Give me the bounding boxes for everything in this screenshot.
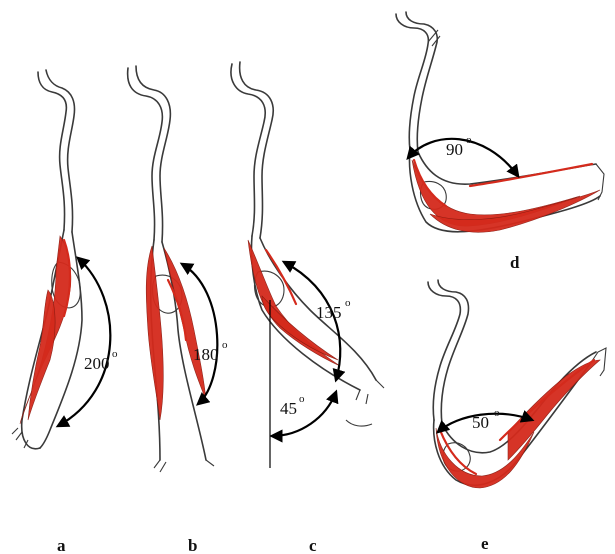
panel-c-arm-illustration bbox=[231, 62, 384, 426]
panel-c-45-angle-value: 45 bbox=[280, 399, 297, 418]
panel-d-arm-illustration bbox=[396, 12, 604, 232]
panel-a-angle-value: 200 bbox=[84, 354, 110, 373]
panel-e: 50 o e bbox=[428, 280, 606, 553]
panel-d-degree-sign: o bbox=[466, 134, 472, 146]
panel-a-arm-illustration bbox=[12, 70, 82, 449]
panel-c-label: c bbox=[309, 536, 317, 554]
panel-b-label: b bbox=[188, 536, 197, 554]
panel-c-135-degree-sign: o bbox=[345, 297, 351, 309]
panel-d-angle-arrow bbox=[408, 139, 518, 176]
panel-c-135-angle-value: 135 bbox=[316, 303, 342, 322]
panel-a-label: a bbox=[57, 536, 66, 554]
panel-b-arm-illustration bbox=[128, 66, 214, 472]
panel-d: 90 o d bbox=[396, 12, 604, 272]
panel-b: 180 o b bbox=[128, 66, 228, 554]
panel-c: 135 o 45 o c bbox=[231, 62, 384, 554]
panel-e-angle-value: 50 bbox=[472, 413, 489, 432]
panel-a-degree-sign: o bbox=[112, 348, 118, 360]
panel-b-angle-value: 180 bbox=[193, 345, 219, 364]
panel-b-degree-sign: o bbox=[222, 339, 228, 351]
panel-c-45-degree-sign: o bbox=[299, 393, 305, 405]
panel-d-label: d bbox=[510, 253, 520, 272]
panel-d-angle-value: 90 bbox=[446, 140, 463, 159]
panel-e-label: e bbox=[481, 534, 489, 553]
panel-a: 200 o a bbox=[12, 70, 118, 554]
panel-e-arm-illustration bbox=[428, 280, 606, 488]
panel-e-degree-sign: o bbox=[494, 407, 500, 419]
